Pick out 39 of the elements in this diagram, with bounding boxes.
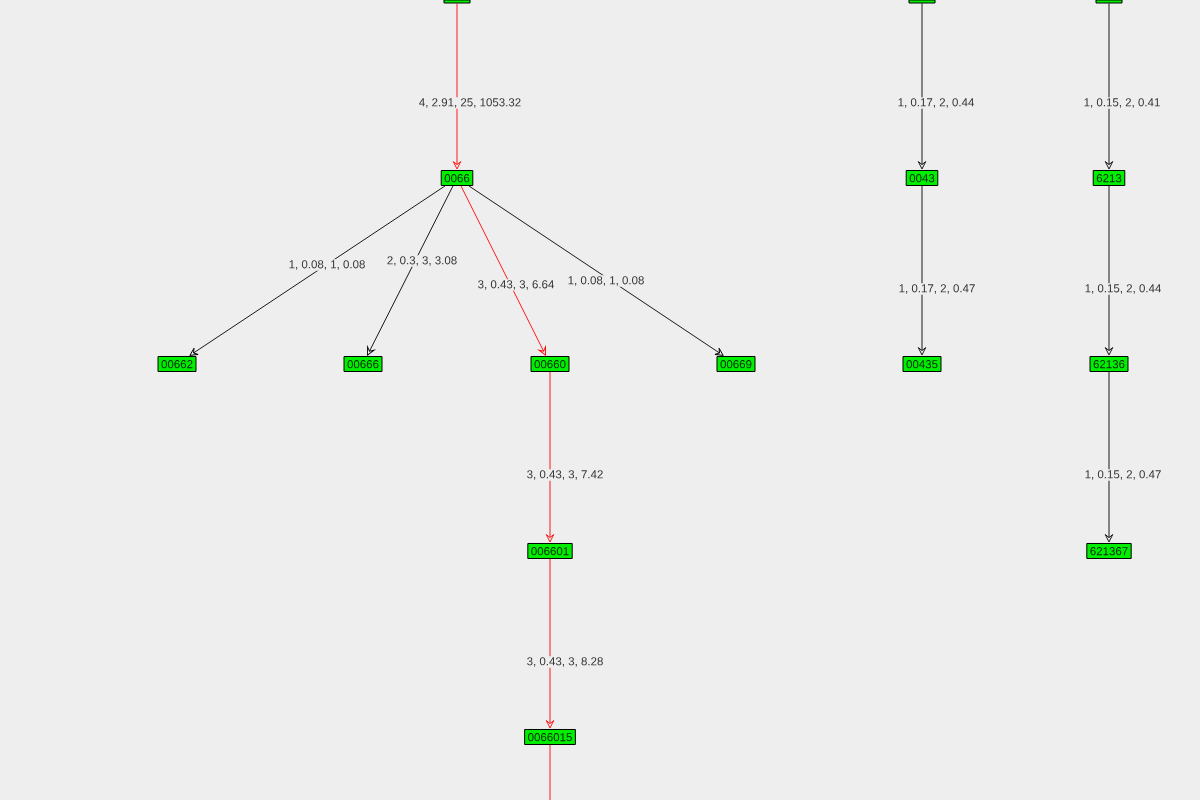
node-box: 00662 (157, 356, 197, 372)
node-box: 62136 (1089, 356, 1129, 372)
arrow (545, 371, 555, 543)
arrow (367, 185, 454, 356)
edge-label: 1, 0.15, 2, 0.41 (1082, 97, 1162, 109)
node-box: 00660 (530, 356, 570, 372)
arrow (1104, 371, 1114, 543)
arrow (917, 185, 927, 356)
arrow (468, 185, 724, 356)
edge-label: 1, 0.15, 2, 0.44 (1083, 283, 1163, 295)
node-box (908, 0, 936, 4)
arrow (452, 3, 462, 170)
node-box: 006601 (527, 543, 573, 559)
node-box: 00669 (716, 356, 756, 372)
arrow (1104, 185, 1114, 356)
arrow (917, 3, 927, 170)
node-box: 0066015 (524, 729, 576, 745)
arrow (189, 185, 446, 356)
edge-label: 3, 0.43, 3, 8.28 (525, 656, 605, 668)
arrow (1104, 3, 1114, 170)
edge-label: 2, 0.3, 3, 3.08 (385, 255, 459, 267)
edge-label: 3, 0.43, 3, 7.42 (525, 469, 605, 481)
edge-label: 1, 0.15, 2, 0.47 (1083, 469, 1163, 481)
node-box (1095, 0, 1123, 4)
node-box: 00666 (343, 356, 383, 372)
edge-label: 3, 0.43, 3, 6.64 (476, 279, 556, 291)
node-box: 621367 (1086, 543, 1132, 559)
node-box: 0043 (905, 170, 939, 186)
node-box: 00435 (902, 356, 942, 372)
arrow (460, 185, 547, 356)
edge-label: 1, 0.17, 2, 0.44 (896, 97, 976, 109)
edge-label: 1, 0.08, 1, 0.08 (566, 275, 646, 287)
node-box (443, 0, 471, 4)
arrow (545, 558, 555, 729)
edge-label: 1, 0.08, 1, 0.08 (287, 259, 367, 271)
edge-label: 4, 2.91, 25, 1053.32 (417, 97, 523, 109)
node-box: 0066 (440, 170, 474, 186)
edge-label: 1, 0.17, 2, 0.47 (897, 283, 977, 295)
node-box: 6213 (1092, 170, 1126, 186)
